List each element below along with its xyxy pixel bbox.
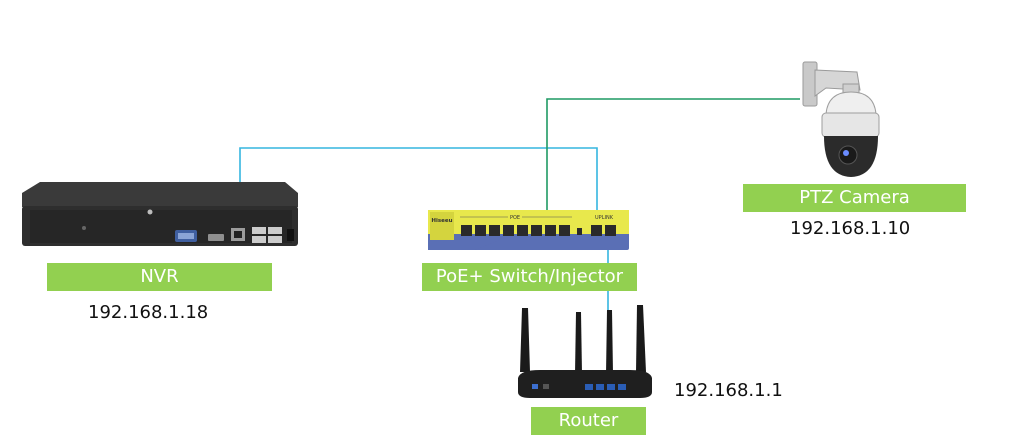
switch-uplink-text: UPLINK	[595, 215, 614, 221]
switch-label: PoE+ Switch/Injector	[422, 263, 637, 291]
vga-port-icon	[175, 230, 197, 242]
router-device	[518, 305, 652, 398]
router-ip-address: 192.168.1.1	[674, 380, 783, 401]
camera-label: PTZ Camera	[743, 184, 966, 212]
camera-ip-address: 192.168.1.10	[790, 218, 911, 239]
nvr-label: NVR	[47, 263, 272, 291]
switch-poe-ports	[461, 225, 570, 236]
usb-port-icon	[252, 227, 282, 243]
power-jack-icon	[287, 229, 294, 241]
hdmi-port-icon	[208, 234, 224, 241]
nvr-device	[22, 182, 298, 246]
camera-to-switch-cable	[546, 98, 800, 226]
poe-switch-device: Hiseeu POE UPLINK	[428, 210, 629, 250]
switch-uplink-ports	[591, 225, 616, 236]
switch-brand-text: Hiseeu	[431, 218, 452, 224]
nvr-lan-port-icon	[231, 228, 245, 241]
router-label: Router	[531, 407, 646, 435]
ptz-camera-device	[802, 61, 880, 177]
switch-poe-text: POE	[510, 215, 520, 221]
nvr-ip-address: 192.168.1.18	[88, 302, 209, 323]
